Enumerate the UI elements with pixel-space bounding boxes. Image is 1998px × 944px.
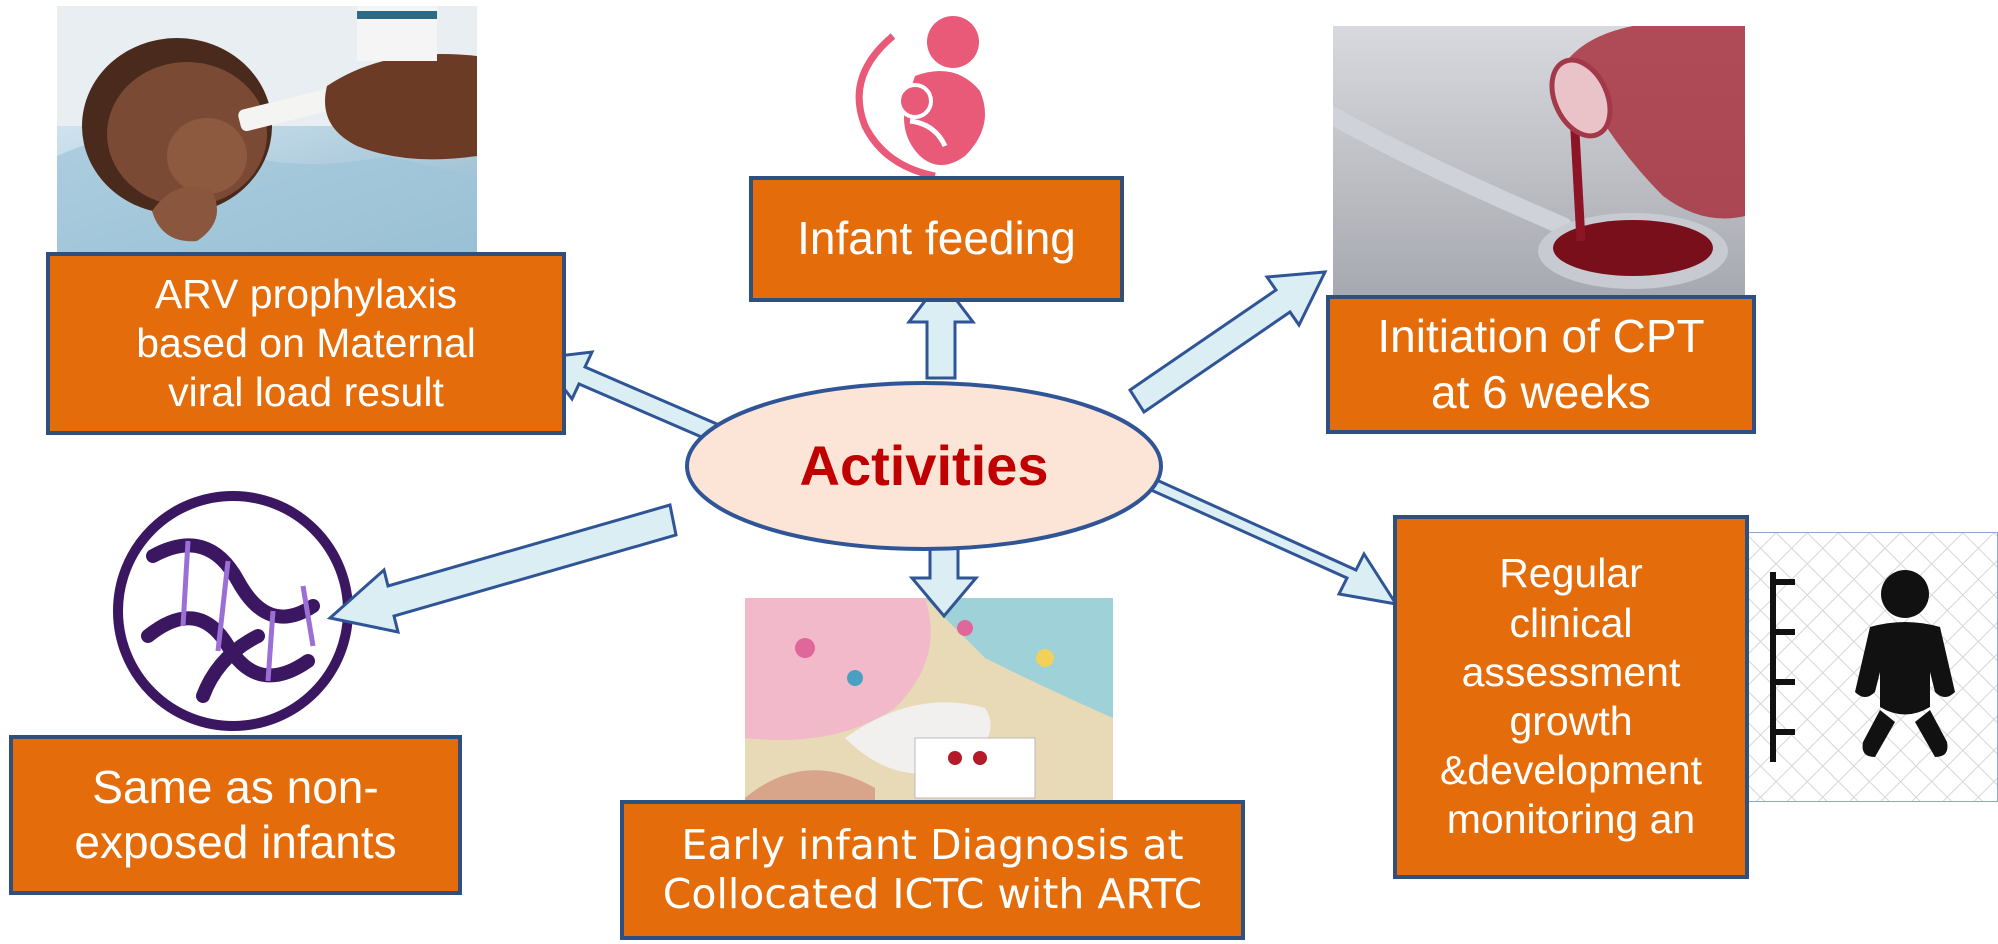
early-infant-diagnosis-text: Early infant Diagnosis at Collocated ICT… (662, 820, 1203, 918)
cpt-initiation-box: Initiation of CPT at 6 weeks (1326, 295, 1756, 434)
arrow-to-regular-assessment (1137, 475, 1400, 607)
same-as-non-exposed-box: Same as non- exposed infants (9, 735, 462, 895)
arv-prophylaxis-box: ARV prophylaxis based on Maternal viral … (46, 252, 566, 435)
infant-feeding-box: Infant feeding (749, 176, 1124, 302)
infant-feeding-text: Infant feeding (797, 212, 1076, 265)
dna-strand-icon (108, 486, 358, 736)
heel-prick-blood-test-photo (745, 598, 1113, 808)
baby-growth-chart-icon (1745, 532, 1998, 802)
syrup-spoon-photo (1333, 26, 1745, 296)
activities-ellipse (685, 381, 1163, 551)
arrow-to-arv-prophylaxis (538, 350, 735, 451)
activities-label: Activities (799, 434, 1049, 497)
arrow-to-cpt (1127, 270, 1328, 415)
cpt-initiation-text: Initiation of CPT at 6 weeks (1377, 310, 1705, 418)
regular-assessment-box: Regular clinical assessment growth &deve… (1393, 515, 1749, 879)
same-as-non-exposed-text: Same as non- exposed infants (74, 760, 397, 868)
arrow-to-same-as-non-exposed (326, 503, 678, 634)
newborn-oral-syringe-photo (57, 6, 477, 256)
regular-assessment-text: Regular clinical assessment growth &deve… (1439, 550, 1703, 843)
early-infant-diagnosis-box: Early infant Diagnosis at Collocated ICT… (620, 800, 1245, 940)
arv-prophylaxis-text: ARV prophylaxis based on Maternal viral … (136, 270, 476, 416)
mother-breastfeeding-icon (845, 6, 1025, 176)
